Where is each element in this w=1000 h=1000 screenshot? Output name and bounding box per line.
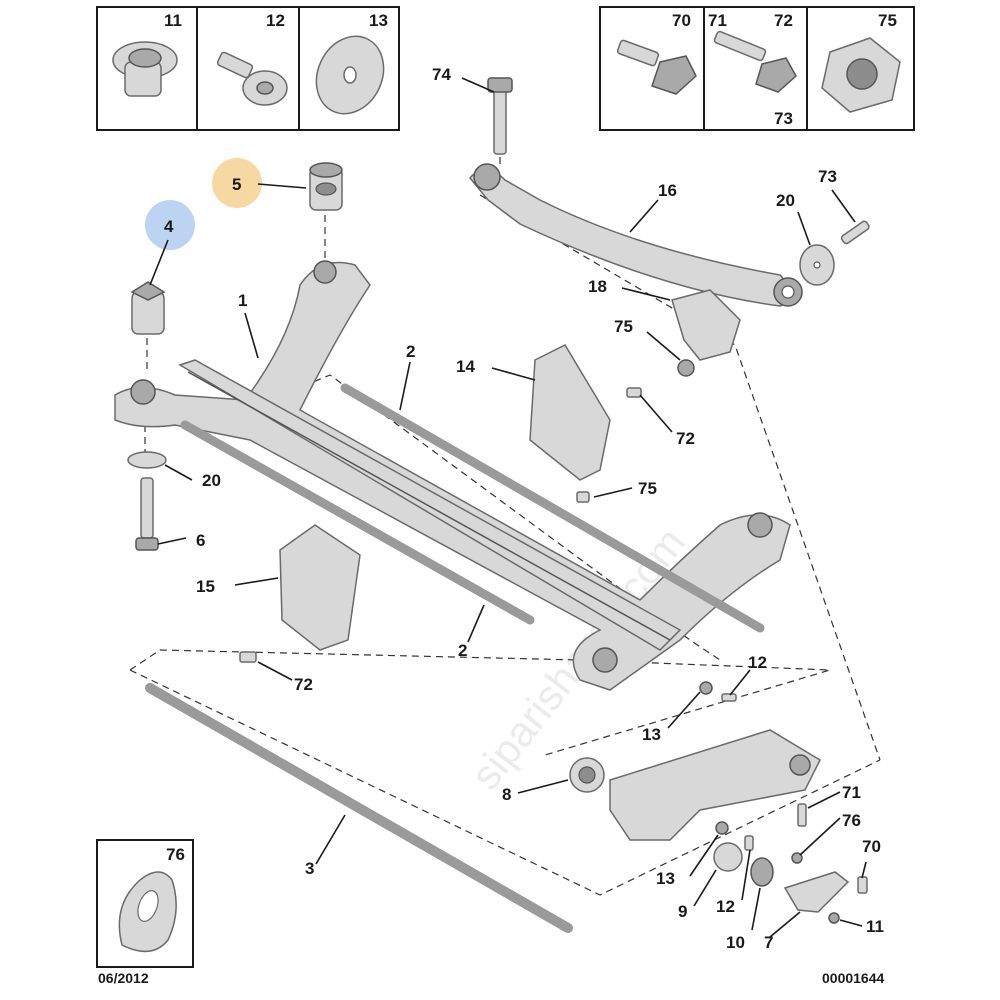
callout-13-upper: 13	[642, 725, 661, 744]
callout-3: 3	[305, 859, 314, 878]
inset-box-76: 76	[96, 839, 194, 968]
bracket-14	[529, 344, 611, 481]
box-label-13: 13	[369, 11, 388, 30]
callout-70: 70	[862, 837, 881, 856]
callout-2-lower: 2	[458, 641, 467, 660]
bushing-5	[309, 162, 343, 211]
washer-20-left	[127, 451, 167, 469]
callout-4: 4	[164, 217, 174, 236]
callout-76: 76	[842, 811, 861, 830]
rod-2-lower	[180, 420, 535, 625]
washer-icon	[315, 35, 385, 115]
bolt-icon	[713, 30, 797, 93]
rod-2-upper	[340, 383, 765, 633]
callout-10: 10	[726, 933, 745, 952]
callout-7: 7	[764, 933, 773, 952]
box-label-71: 71	[708, 11, 727, 30]
box-label-73: 73	[774, 109, 793, 128]
leader-lines	[149, 77, 867, 938]
box-label-11: 11	[164, 11, 182, 30]
bracket-15	[279, 524, 361, 651]
callout-6: 6	[196, 531, 205, 550]
callout-18: 18	[588, 277, 607, 296]
callout-12-lower: 12	[716, 897, 735, 916]
seal-10	[750, 857, 774, 887]
small-fasteners	[239, 387, 868, 924]
lever-7	[783, 871, 850, 913]
parts-box-left: 11 12 13	[96, 6, 400, 131]
callout-73: 73	[818, 167, 837, 186]
nut-75-upper	[677, 359, 695, 377]
highlight-callout-4	[145, 200, 195, 250]
callout-75-lower: 75	[638, 479, 657, 498]
plug-icon	[112, 41, 178, 97]
highlight-callout-5	[212, 158, 262, 208]
callout-11: 11	[866, 917, 884, 936]
callout-72-right: 72	[676, 429, 695, 448]
callout-2-upper: 2	[406, 342, 415, 361]
upper-arm-16	[469, 163, 803, 307]
callout-16: 16	[658, 181, 677, 200]
box-label-72: 72	[774, 11, 793, 30]
callout-1: 1	[238, 291, 247, 310]
mount-4	[130, 281, 166, 335]
callout-20-left: 20	[202, 471, 221, 490]
callout-14: 14	[456, 357, 475, 376]
callout-75-upper: 75	[614, 317, 633, 336]
callout-8: 8	[502, 785, 511, 804]
box-label-75: 75	[878, 11, 897, 30]
callout-71: 71	[842, 783, 861, 802]
bolt-73	[840, 220, 870, 245]
callout-15: 15	[196, 577, 215, 596]
bolt-6	[135, 477, 159, 551]
callout-12-upper: 12	[748, 653, 767, 672]
box-label-76: 76	[166, 845, 185, 864]
callout-72-left: 72	[294, 675, 313, 694]
nut-icon	[821, 37, 901, 113]
callout-13-lower: 13	[656, 869, 675, 888]
hub-assembly	[569, 729, 850, 913]
callout-74: 74	[432, 65, 451, 84]
flange-bolt-icon	[616, 39, 697, 95]
callout-5: 5	[232, 175, 241, 194]
rod-3	[145, 683, 573, 933]
callout-9: 9	[678, 902, 687, 921]
parts-box-right: 70 71 72 73 75	[599, 6, 915, 131]
axle-beam-1	[114, 260, 791, 691]
ref-code: 00001644	[822, 970, 885, 986]
callout-20-right: 20	[776, 191, 795, 210]
ring-9	[713, 842, 743, 872]
screw-icon	[216, 51, 288, 106]
bracket-18	[671, 289, 741, 361]
box-label-70: 70	[672, 11, 691, 30]
date-code: 06/2012	[98, 970, 149, 986]
box-label-12: 12	[266, 11, 285, 30]
callout-labels: 5 4 1 74 16 20 73 18 75 2 14 72 75 20 6 …	[164, 65, 884, 952]
bolt-74	[487, 77, 513, 155]
